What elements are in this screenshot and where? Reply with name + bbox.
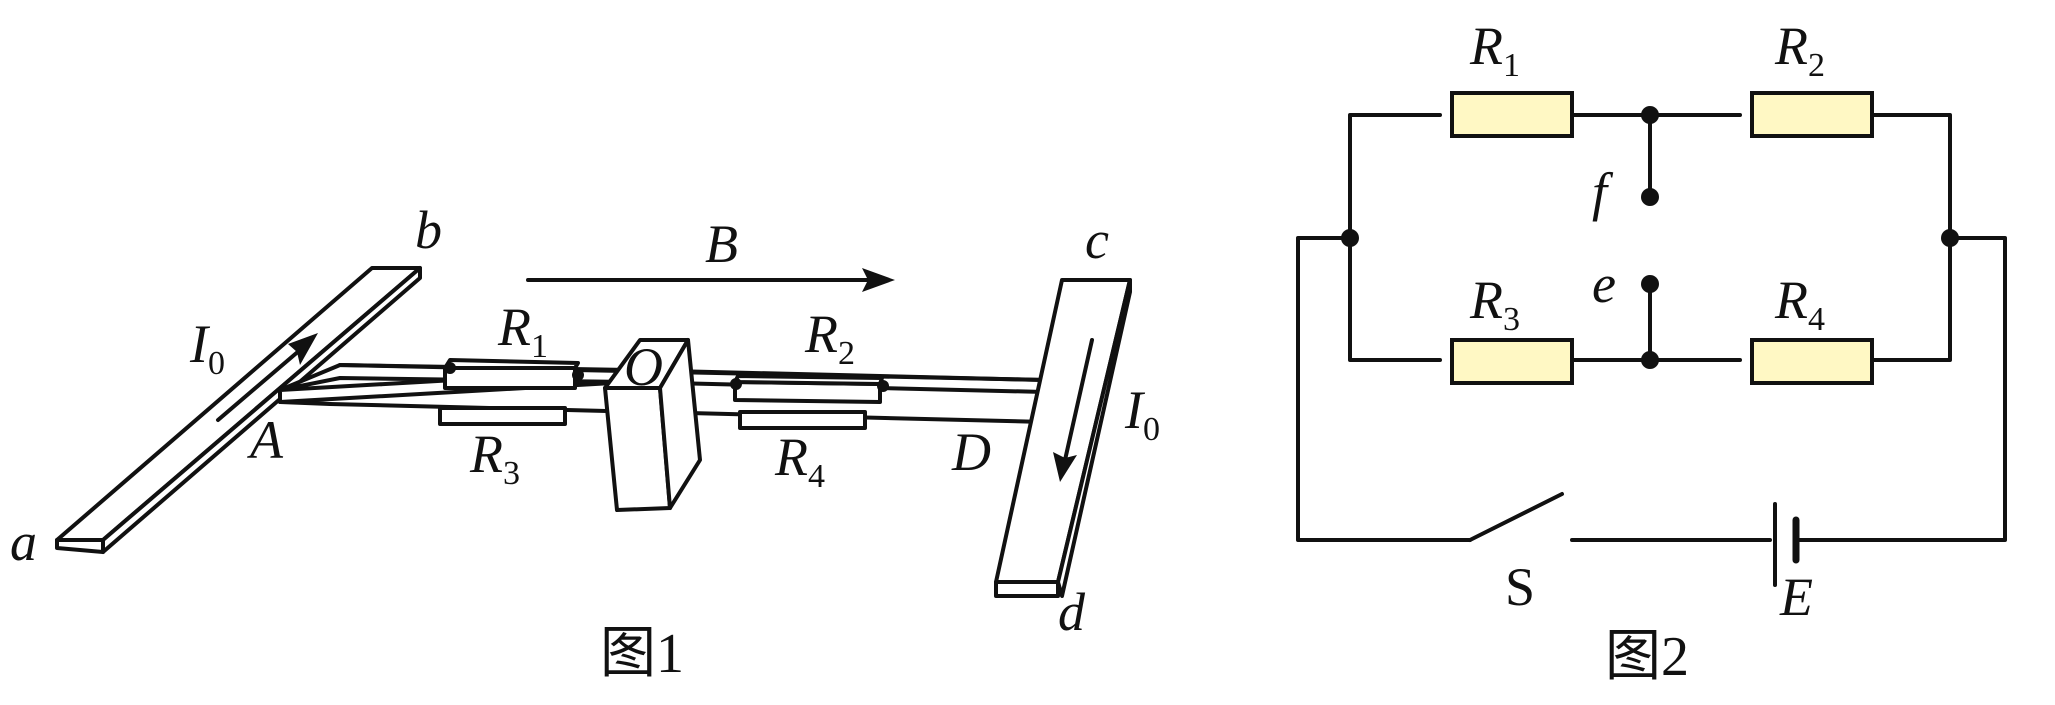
rail-cd [994,278,1132,598]
current-arrow-ab [216,333,318,422]
terminal-f [1641,188,1659,206]
label-O: O [624,337,663,397]
label-R3-fig2: R3 [1469,270,1520,338]
label-b: b [415,200,442,260]
label-D: D [951,422,991,482]
resistor-R2 [1750,91,1874,138]
label-E: E [1779,567,1813,627]
rail-ab [55,266,422,554]
gauge-R3 [438,406,567,426]
label-a: a [10,512,37,572]
wire-bottom-left [1348,236,1442,362]
figure-1: a b c d A D O B I0 I0 R1 R2 R3 R4 图1 [10,200,1160,685]
resistor-R4 [1750,338,1874,385]
pivot-block-O [603,338,702,512]
label-c: c [1085,210,1109,270]
label-A: A [247,410,284,470]
wire-bottom-right [1858,236,1952,362]
gauge-R4 [738,410,867,430]
gauge-R2 [730,374,889,404]
label-R4-fig2: R4 [1774,270,1825,338]
caption-figure-2: 图2 [1605,626,1689,688]
label-R2-fig2: R2 [1774,16,1825,84]
label-B: B [705,214,738,274]
label-R1-fig2: R1 [1469,16,1520,84]
junction-bottom-mid [1641,351,1659,369]
junction-left [1341,229,1359,247]
resistor-R3 [1450,338,1574,385]
resistor-R1 [1450,91,1574,138]
label-R3-fig1: R3 [469,424,520,492]
label-I0-right: I0 [1124,380,1160,448]
figure-2: R1 R2 R3 R4 f e S E 图2 [1296,16,2007,688]
label-R1-fig1: R1 [497,297,548,365]
gauge-R1 [443,358,584,390]
label-S: S [1505,557,1535,617]
label-R4-fig1: R4 [774,427,825,495]
label-R2-fig1: R2 [804,304,855,372]
wire-top-left [1348,113,1442,240]
junction-top-mid [1641,106,1659,124]
label-d: d [1058,582,1086,642]
caption-figure-1: 图1 [600,623,684,685]
terminal-e [1641,275,1659,293]
current-arrow-cd [1053,338,1094,482]
field-arrow-B [526,268,895,292]
junction-right [1941,229,1959,247]
wire-outer-right [1798,236,2007,542]
battery-E [1773,502,1800,587]
wire-top-right [1858,113,1952,240]
label-e: e [1592,254,1616,314]
label-f: f [1592,162,1614,222]
label-I0-left: I0 [189,314,225,382]
wire-outer-left [1296,236,1472,542]
switch-S-blade [1468,492,1564,542]
